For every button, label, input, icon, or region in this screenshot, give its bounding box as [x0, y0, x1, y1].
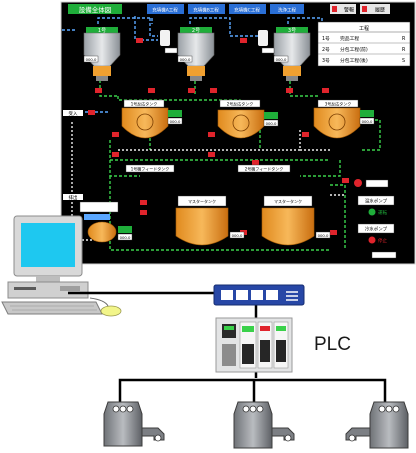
product-pipes	[99, 76, 381, 251]
reactor-tank-2-value: 000.0	[266, 121, 277, 126]
mixing-unit: 000.0	[79, 201, 133, 243]
process-row-2-name: 分包工程(前)	[340, 46, 368, 53]
history-button[interactable]	[360, 4, 390, 14]
reactor-tank-3-value: 000.0	[362, 119, 373, 124]
process-row-3-no: 3号	[322, 58, 330, 64]
hopper-tank-3-label: 3号	[288, 28, 296, 34]
process-row-1[interactable]: 1号 完品工程 R	[322, 35, 406, 42]
switch-port-1	[221, 290, 233, 300]
hopper-tank-3-value: 000.0	[276, 57, 287, 62]
dosing-tanks	[160, 30, 275, 54]
alarm-indicator	[332, 6, 337, 12]
feed-tank-1-label: 1号機フィードタンク	[131, 166, 169, 172]
mixing-unit-value: 000.0	[120, 235, 131, 240]
toolbar-button-2[interactable]	[188, 4, 225, 14]
hot-water-pump-status-icon	[368, 208, 376, 216]
reactor-tank-1-label: 1号反応タンク	[131, 101, 158, 107]
hopper-tank-1: 1号 000.0	[83, 27, 121, 81]
switch-port-3	[251, 290, 263, 300]
plc-label: PLC	[314, 334, 351, 355]
cold-water-pump[interactable]	[357, 223, 395, 234]
cold-water-pump-status: 停止	[378, 237, 387, 244]
history-button-label: 履歴	[375, 8, 385, 14]
supply-pipes	[62, 16, 323, 113]
hopper-tank-2: 2号 000.0	[177, 27, 215, 81]
network-switch	[213, 284, 305, 306]
storage-tank-1-value: 000.0	[232, 233, 243, 238]
toolbar-button-4-label: 洗浄工程	[278, 7, 296, 14]
process-row-2-no: 2号	[322, 47, 330, 53]
scada-screen: 設備全体図 充填機A工程 充填機B工程 充填機C工程 洗浄工程 警報 履歴	[60, 1, 416, 265]
plc-unit	[215, 317, 293, 373]
process-row-3[interactable]: 3号 分包工程(後) S	[322, 57, 405, 64]
toolbar-button-1[interactable]	[147, 4, 184, 14]
alarm-button[interactable]	[330, 4, 356, 14]
process-row-1-name: 完品工程	[340, 35, 359, 42]
reactor-tank-1-value: 000.0	[170, 119, 181, 124]
reactor-tank-3: 3号反応タンク 000.0	[313, 99, 375, 139]
keyboard	[1, 301, 103, 315]
process-row-1-state: R	[402, 36, 406, 42]
feed-tank-2-label: 2号機フィードタンク	[245, 166, 283, 172]
pump-panel: 温水ポンプ 運転 冷水ポンプ 停止	[354, 179, 397, 259]
switch-port-4	[266, 290, 278, 300]
field-device-3	[345, 401, 409, 449]
monitor-screen	[21, 223, 75, 267]
cold-water-pump-status-icon	[368, 236, 376, 244]
field-device-1	[103, 401, 165, 447]
process-row-2[interactable]: 2号 分包工程(前) R	[322, 46, 406, 53]
storage-tank-1-label: マスタータンク	[188, 198, 216, 204]
inlet-label: 受入	[69, 110, 78, 117]
overview-button[interactable]	[68, 4, 122, 14]
hot-water-pump-status: 運転	[378, 210, 387, 216]
outlet-label: 排出	[69, 194, 78, 201]
alarm-button-label: 警報	[344, 7, 354, 14]
storage-tank-2-label: マスタータンク	[274, 198, 302, 204]
reactor-tank-2: 2号反応タンク 000.0	[217, 99, 279, 139]
overview-button-label: 設備全体図	[79, 5, 112, 14]
field-device-2	[233, 401, 295, 449]
toolbar-button-3-label: 充填機C工程	[234, 7, 260, 14]
process-row-3-name: 分包工程(後)	[340, 57, 368, 64]
hot-water-pump[interactable]	[357, 195, 395, 206]
storage-tank-1: マスタータンク 000.0	[175, 195, 245, 246]
toolbar-button-2-label: 充填機B工程	[193, 7, 219, 14]
network-lines	[68, 291, 387, 410]
hopper-tank-1-label: 1号	[98, 28, 106, 34]
hot-water-pump-label: 温水ポンプ	[365, 198, 388, 205]
feed-labels: 1号機フィードタンク 2号機フィードタンク	[125, 164, 291, 173]
toolbar-button-4[interactable]	[270, 4, 304, 14]
scada-toolbar: 設備全体図 充填機A工程 充填機B工程 充填機C工程 洗浄工程 警報 履歴	[68, 4, 390, 14]
hopper-tank-1-value: 000.0	[86, 57, 97, 62]
history-indicator	[362, 6, 367, 12]
switch-port-2	[236, 290, 248, 300]
hopper-tank-2-value: 000.0	[180, 57, 191, 62]
process-panel: 工程 1号 完品工程 R 2号 分包工程(前) R 3号 分包工程(後) S	[317, 21, 411, 67]
process-row-2-state: R	[402, 47, 406, 53]
process-panel-title: 工程	[359, 25, 369, 32]
mouse	[100, 305, 122, 317]
hopper-tank-2-label: 2号	[192, 28, 200, 34]
process-row-1-no: 1号	[322, 36, 330, 42]
reactor-tank-3-label: 3号反応タンク	[325, 101, 352, 107]
storage-tank-2-value: 000.0	[318, 233, 329, 238]
cold-water-pump-label: 冷水ポンプ	[365, 226, 388, 233]
hopper-tank-3: 3号 000.0	[273, 27, 311, 81]
reactor-tank-2-label: 2号反応タンク	[227, 101, 254, 107]
reactor-tank-1: 1号反応タンク 000.0	[121, 99, 183, 139]
pump-alarm-icon	[354, 179, 362, 187]
toolbar-button-3[interactable]	[229, 4, 266, 14]
process-row-3-state: S	[402, 58, 405, 64]
side-labels: 受入 排出	[63, 110, 83, 201]
toolbar-button-1-label: 充填機A工程	[152, 7, 178, 14]
storage-tank-2: マスタータンク 000.0	[261, 195, 331, 246]
